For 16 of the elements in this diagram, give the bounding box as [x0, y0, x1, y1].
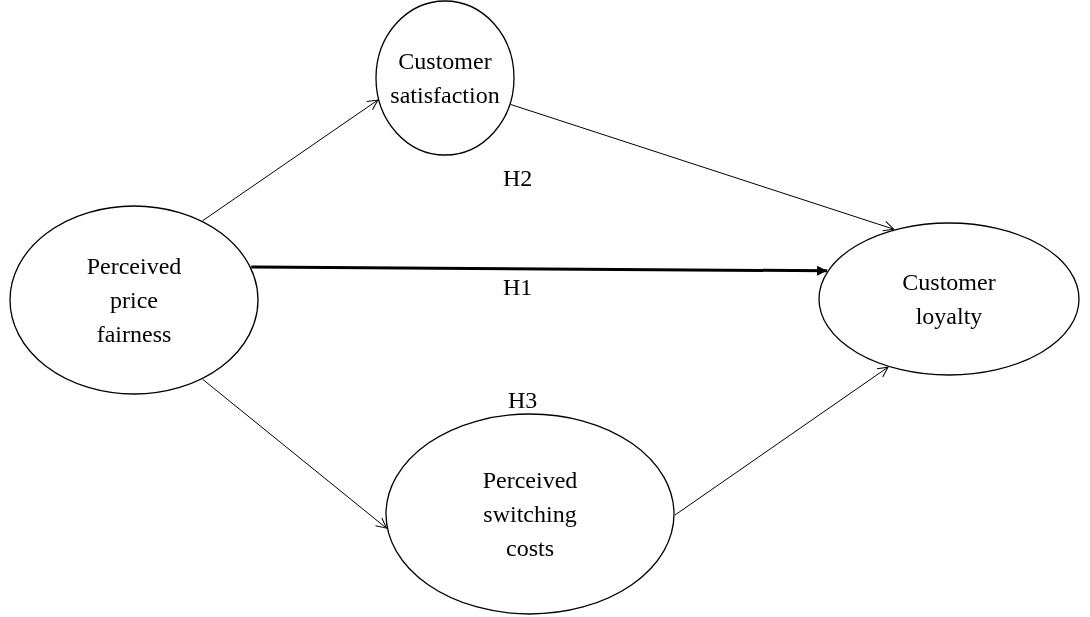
hypothesis-label: H3 — [508, 387, 538, 414]
construct-ellipse — [375, 0, 515, 156]
arrow — [674, 366, 889, 516]
hypothesis-label: H1 — [503, 274, 533, 301]
construct-ellipse — [9, 205, 259, 395]
construct-ellipse — [385, 413, 675, 615]
construct-ellipse — [818, 222, 1080, 376]
arrow — [202, 99, 379, 222]
arrow — [251, 265, 828, 276]
arrow — [510, 104, 895, 232]
construct-label: Perceived price fairness — [85, 252, 183, 349]
construct-label: Perceived switching costs — [481, 466, 579, 563]
hypothesis-label: H2 — [503, 165, 533, 192]
construct-label: Customer loyalty — [901, 268, 997, 331]
construct-label: Customer satisfaction — [390, 47, 500, 110]
arrow — [202, 378, 387, 529]
